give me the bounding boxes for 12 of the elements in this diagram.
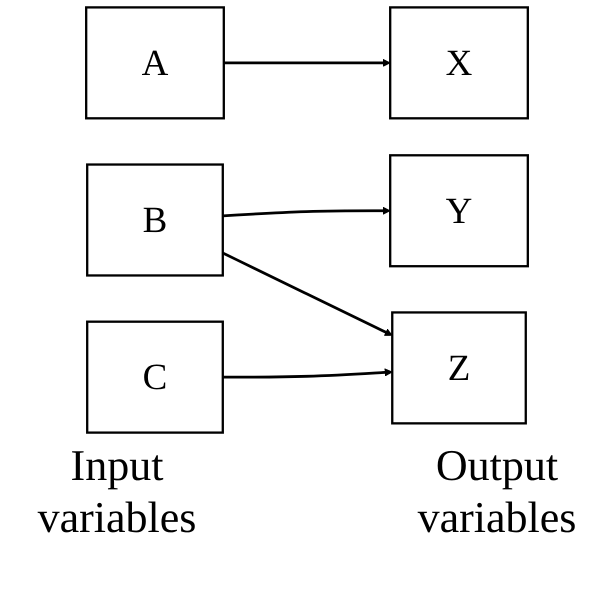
arrow xyxy=(222,368,393,379)
node-box: C xyxy=(86,320,224,434)
node-box: B xyxy=(86,163,224,277)
node-box: A xyxy=(85,6,225,120)
node-box: Y xyxy=(389,154,529,268)
node-box: X xyxy=(389,6,529,120)
axis-caption: Input variables xyxy=(36,440,198,544)
node-box: Z xyxy=(391,311,527,425)
arrow xyxy=(222,206,391,218)
arrow xyxy=(222,252,393,336)
axis-caption: Output variables xyxy=(416,440,578,544)
arrow xyxy=(224,58,391,67)
